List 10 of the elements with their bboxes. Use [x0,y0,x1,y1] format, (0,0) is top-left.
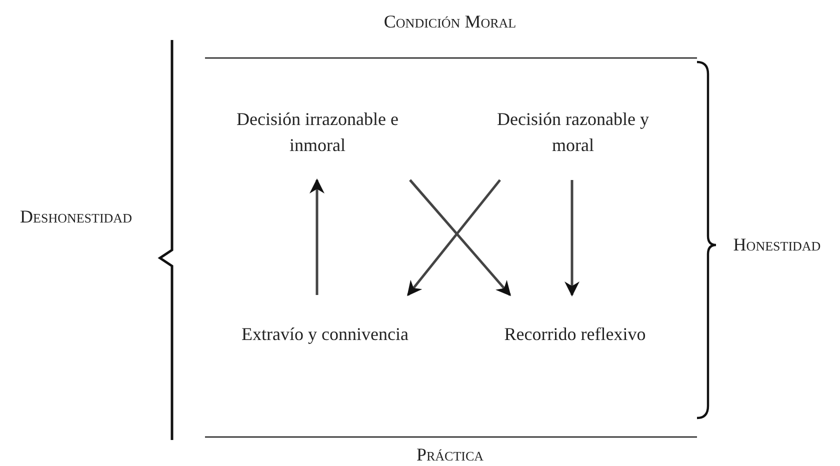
heading-label: Honestidad [733,234,821,256]
node-text: Decisión irrazonable e inmoral [236,108,400,157]
node-text: Decisión razonable y moral [496,108,650,157]
heading-label: Práctica [416,444,484,466]
arrow [310,178,324,295]
node-text: Extravío y connivencia [242,323,408,346]
heading-label: Deshonestidad [20,206,132,228]
arrow [564,180,580,296]
heading-label: Condición Moral [384,12,516,32]
node-text: Recorrido reflexivo [504,323,646,346]
